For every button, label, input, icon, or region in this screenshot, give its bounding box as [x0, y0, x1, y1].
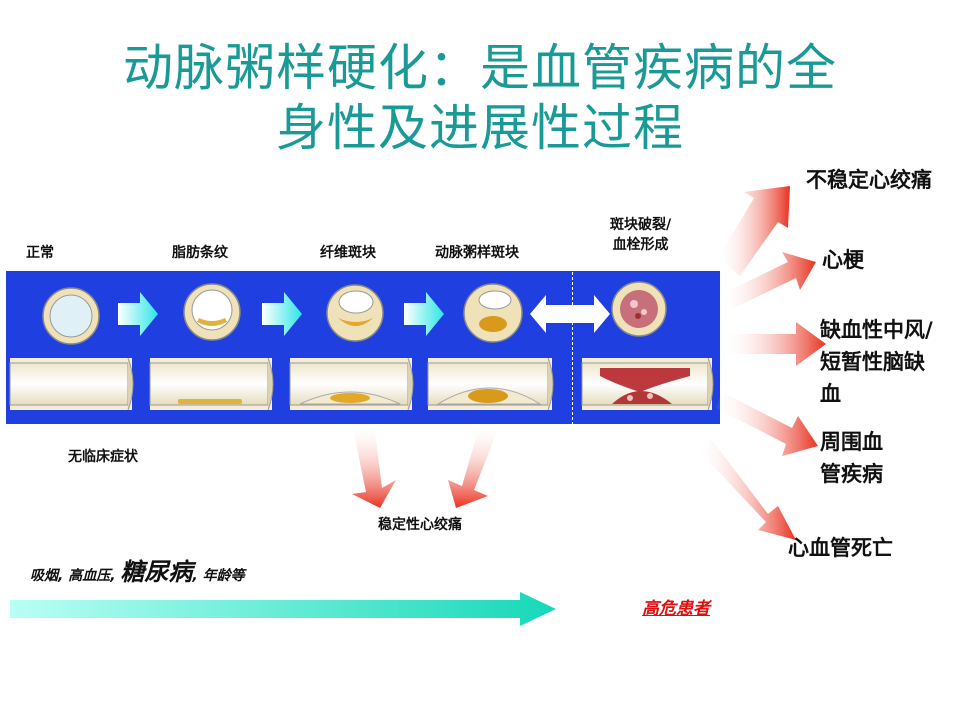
outcome-pvd: 周围血 管疾病 — [820, 426, 883, 490]
vessel-fibrous-plaque — [289, 357, 414, 411]
outcome-stroke-line2: 短暂性脑缺 — [820, 350, 925, 374]
step-arrow-2 — [262, 292, 302, 336]
stage-label-rupture-line2: 血栓形成 — [612, 237, 669, 253]
cross-section-atheroma — [463, 283, 523, 343]
outcome-cv-death: 心血管死亡 — [788, 536, 893, 560]
step-arrow-bidirectional — [530, 295, 610, 333]
stage-label-atheroma: 动脉粥样斑块 — [435, 245, 519, 261]
risk-factors-emphasis: 糖尿病 — [120, 558, 193, 586]
vessel-normal — [9, 357, 134, 411]
risk-factors: 吸烟, 高血压, 糖尿病, 年龄等 — [30, 552, 245, 587]
down-arrow-left — [352, 424, 396, 508]
title-line-1: 动脉粥样硬化：是血管疾病的全 — [123, 39, 837, 97]
stage-label-rupture-line1: 斑块破裂/ — [610, 217, 672, 233]
page-title: 动脉粥样硬化：是血管疾病的全 身性及进展性过程 — [0, 38, 960, 158]
risk-factors-suffix: , 年龄等 — [192, 568, 245, 584]
title-line-2: 身性及进展性过程 — [276, 99, 684, 157]
step-arrow-1 — [118, 292, 158, 336]
cross-section-fatty-streak — [183, 283, 241, 341]
stage-label-normal: 正常 — [26, 245, 54, 261]
cross-section-fibrous-plaque — [326, 284, 384, 342]
stable-angina-label: 稳定性心绞痛 — [378, 517, 462, 533]
cross-section-normal — [42, 287, 100, 345]
vessel-atheroma — [427, 357, 554, 411]
stage-label-rupture: 斑块破裂/ 血栓形成 — [610, 215, 671, 255]
outcome-arrow-pvd — [716, 392, 818, 456]
vessel-fatty-streak — [149, 357, 274, 411]
outcome-stroke-line3: 血 — [820, 382, 841, 406]
outcome-pvd-line1: 周围血 — [820, 430, 883, 454]
stage-label-fibrous-plaque: 纤维斑块 — [320, 245, 376, 261]
outcome-stroke: 缺血性中风/ 短暂性脑缺 血 — [820, 314, 933, 410]
risk-factors-prefix: 吸烟, 高血压, — [30, 568, 121, 584]
vessel-rupture — [581, 357, 714, 411]
outcome-arrow-mi — [722, 252, 816, 310]
outcome-arrow-unstable-angina — [718, 186, 790, 276]
risk-progression-arrow — [10, 592, 556, 626]
high-risk-label: 高危患者 — [642, 599, 710, 619]
asymptomatic-label: 无临床症状 — [68, 449, 138, 465]
down-arrow-right — [448, 424, 500, 508]
outcome-stroke-line1: 缺血性中风/ — [820, 318, 933, 342]
outcome-arrow-cv-death — [698, 440, 796, 540]
step-arrow-3 — [404, 292, 444, 336]
cross-section-rupture — [611, 281, 667, 337]
stage-label-fatty-streak: 脂肪条纹 — [172, 245, 228, 261]
outcome-unstable-angina: 不稳定心绞痛 — [806, 168, 932, 192]
outcome-arrow-stroke — [724, 322, 826, 366]
outcome-mi: 心梗 — [822, 248, 864, 272]
outcome-pvd-line2: 管疾病 — [820, 462, 883, 486]
band-divider — [572, 262, 573, 430]
